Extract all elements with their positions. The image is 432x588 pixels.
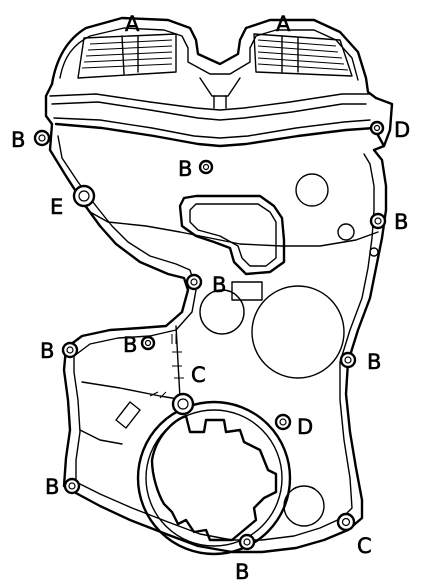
cover-bosses [199, 173, 379, 527]
label-b-right-mid: B [367, 350, 381, 374]
bolt-upper-right[interactable] [369, 120, 385, 136]
bolt-mid-center[interactable] [185, 273, 203, 291]
bolt-left-mid[interactable] [61, 341, 79, 359]
bolt-c-center[interactable] [171, 392, 195, 416]
label-b-left-mid: B [40, 339, 54, 363]
bolt-c-lower-right[interactable] [336, 512, 356, 532]
lower-slot [115, 401, 141, 429]
bolt-center-low[interactable] [140, 335, 156, 351]
label-a-right: A [276, 12, 291, 36]
label-e-left: E [50, 195, 63, 219]
label-c-lower-right: C [357, 534, 372, 558]
bolt-d-lower[interactable] [274, 413, 292, 431]
bolt-lower-left[interactable] [63, 477, 81, 495]
lower-cover [48, 122, 388, 554]
callout-labels: A A B D B E B B B B C B D B C B [11, 12, 411, 585]
label-a-left: A [125, 12, 140, 36]
bolt-right-mid[interactable] [339, 351, 357, 369]
label-d-lower: D [297, 415, 313, 439]
label-b-lower-left: B [45, 475, 59, 499]
bolt-bottom[interactable] [238, 533, 256, 551]
service-opening [178, 194, 286, 276]
label-b-center: B [178, 157, 192, 181]
bolts [33, 120, 387, 551]
label-b-upper-left: B [11, 128, 25, 152]
bolt-e[interactable] [72, 184, 96, 208]
label-d-upper-right: D [394, 118, 410, 142]
upper-cover [44, 16, 394, 152]
left-vent-ribs [77, 33, 177, 79]
crank-opening [136, 400, 292, 556]
label-b-mid-center: B [212, 273, 226, 297]
right-vent-ribs [253, 33, 353, 77]
label-b-bottom: B [235, 560, 249, 584]
bolt-upper-left[interactable] [33, 129, 51, 147]
bolt-center-top[interactable] [198, 159, 214, 175]
bolt-right-upper[interactable] [369, 212, 387, 230]
label-b-center-low: B [123, 333, 137, 357]
label-c-center: C [191, 363, 206, 387]
label-b-right-upper: B [394, 210, 408, 234]
